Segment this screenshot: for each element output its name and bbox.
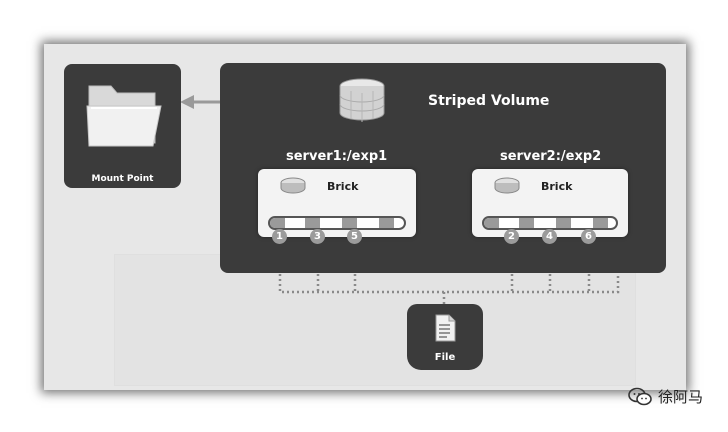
brick-disk-icon [494, 177, 520, 194]
server2-path: server2:/exp2 [500, 149, 602, 164]
chunk-3: 3 [310, 229, 325, 244]
file-panel[interactable]: File [407, 304, 483, 370]
brick-label-server1: Brick [327, 180, 359, 193]
database-icon [339, 78, 385, 122]
brick-card-server1[interactable]: Brick [258, 169, 416, 237]
file-label: File [434, 352, 456, 363]
server1-path: server1:/exp1 [286, 149, 388, 164]
mount-point-label: Mount Point [91, 174, 154, 184]
watermark: 徐阿马 [628, 386, 703, 407]
watermark-text: 徐阿马 [657, 388, 703, 406]
chunk-5: 5 [347, 229, 362, 244]
stripe-bar-server2 [482, 216, 618, 230]
brick-disk-icon [280, 177, 306, 194]
mount-point-panel[interactable]: Mount Point [64, 64, 181, 188]
brick-label-server2: Brick [541, 180, 573, 193]
wechat-icon [628, 387, 652, 405]
chunk-1: 1 [272, 229, 287, 244]
brick-card-server2[interactable]: Brick [472, 169, 628, 237]
chunk-4: 4 [542, 229, 557, 244]
chunk-6: 6 [581, 229, 596, 244]
chunk-2: 2 [504, 229, 519, 244]
volume-title: Striped Volume [428, 93, 550, 109]
stripe-bar-server1 [268, 216, 406, 230]
folder-icon [86, 85, 162, 147]
document-icon [435, 314, 456, 342]
striped-volume-panel: Striped Volume server1:/exp1 Brick serve… [220, 63, 666, 273]
diagram-photo: Mount Point Striped Volume server1:/exp1… [44, 44, 686, 390]
mount-arrowhead [180, 95, 194, 109]
